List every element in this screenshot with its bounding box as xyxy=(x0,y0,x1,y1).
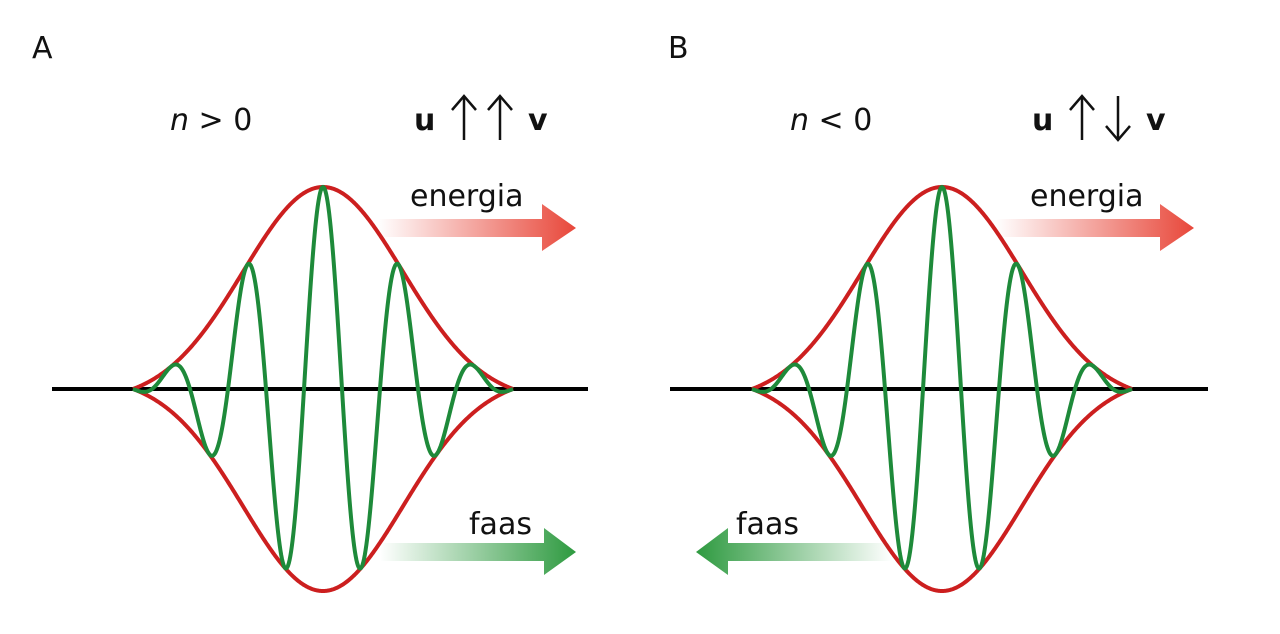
panel-a-condition-var: n xyxy=(170,103,189,138)
panel-a-condition-rest: > 0 xyxy=(189,103,252,138)
panel-a-vector-u: u xyxy=(414,103,435,138)
panel-b-condition-rest: < 0 xyxy=(809,103,872,138)
panel-a-carrier-wave xyxy=(132,184,514,571)
panel-a-energy-label: energia xyxy=(410,179,524,214)
panel-b-up-arrow-icon xyxy=(1069,94,1095,140)
panel-b-vector-u: u xyxy=(1032,103,1053,138)
panel-b-down-arrow-icon xyxy=(1105,96,1131,142)
panel-a-envelope-bottom xyxy=(132,387,514,594)
panel-b-energy-arrow xyxy=(996,204,1194,251)
panel-b-envelope-top xyxy=(751,184,1133,391)
panel-b-carrier-wave xyxy=(751,184,1133,571)
panel-a-envelope-top xyxy=(132,184,514,391)
panel-b-phase-arrow xyxy=(696,528,892,575)
panel-a-up-arrow-1-icon xyxy=(451,94,477,140)
panel-b-envelope-bottom xyxy=(751,387,1133,594)
panel-a-energy-arrow xyxy=(378,204,576,251)
panel-a-condition: n > 0 xyxy=(170,103,252,138)
panel-a-phase-label: faas xyxy=(469,507,532,542)
panel-b-condition: n < 0 xyxy=(790,103,872,138)
panel-a-up-arrow-2-icon xyxy=(487,94,513,140)
panel-a-vector-v: v xyxy=(528,103,548,138)
panel-b-energy-label: energia xyxy=(1030,179,1144,214)
panel-b-phase-label: faas xyxy=(736,507,799,542)
panel-b-vector-v: v xyxy=(1146,103,1166,138)
panel-b-condition-var: n xyxy=(790,103,809,138)
panel-a: A n > 0 u v energia faas xyxy=(32,31,588,594)
panel-b: B n < 0 u v energia faas xyxy=(668,31,1208,594)
panel-a-phase-arrow xyxy=(380,528,576,575)
panel-a-letter: A xyxy=(32,31,53,66)
panel-b-letter: B xyxy=(668,31,689,66)
